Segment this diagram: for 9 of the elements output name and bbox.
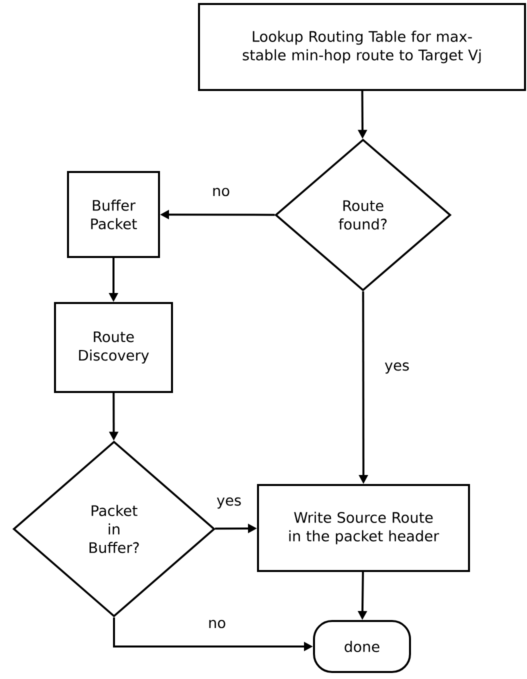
edge-label: no [210,186,232,198]
terminal-box: done [313,620,411,673]
process-box: Lookup Routing Table for max-stable min-hop route to Target Vj [198,3,526,91]
edge-label: yes [383,361,411,375]
edge-label: yes [215,496,243,510]
process-box: Route Discovery [54,302,173,393]
process-box: Write Source Route in the packet header [257,484,470,572]
edge-label: no [206,618,228,630]
process-box: Buffer Packet [67,171,160,258]
